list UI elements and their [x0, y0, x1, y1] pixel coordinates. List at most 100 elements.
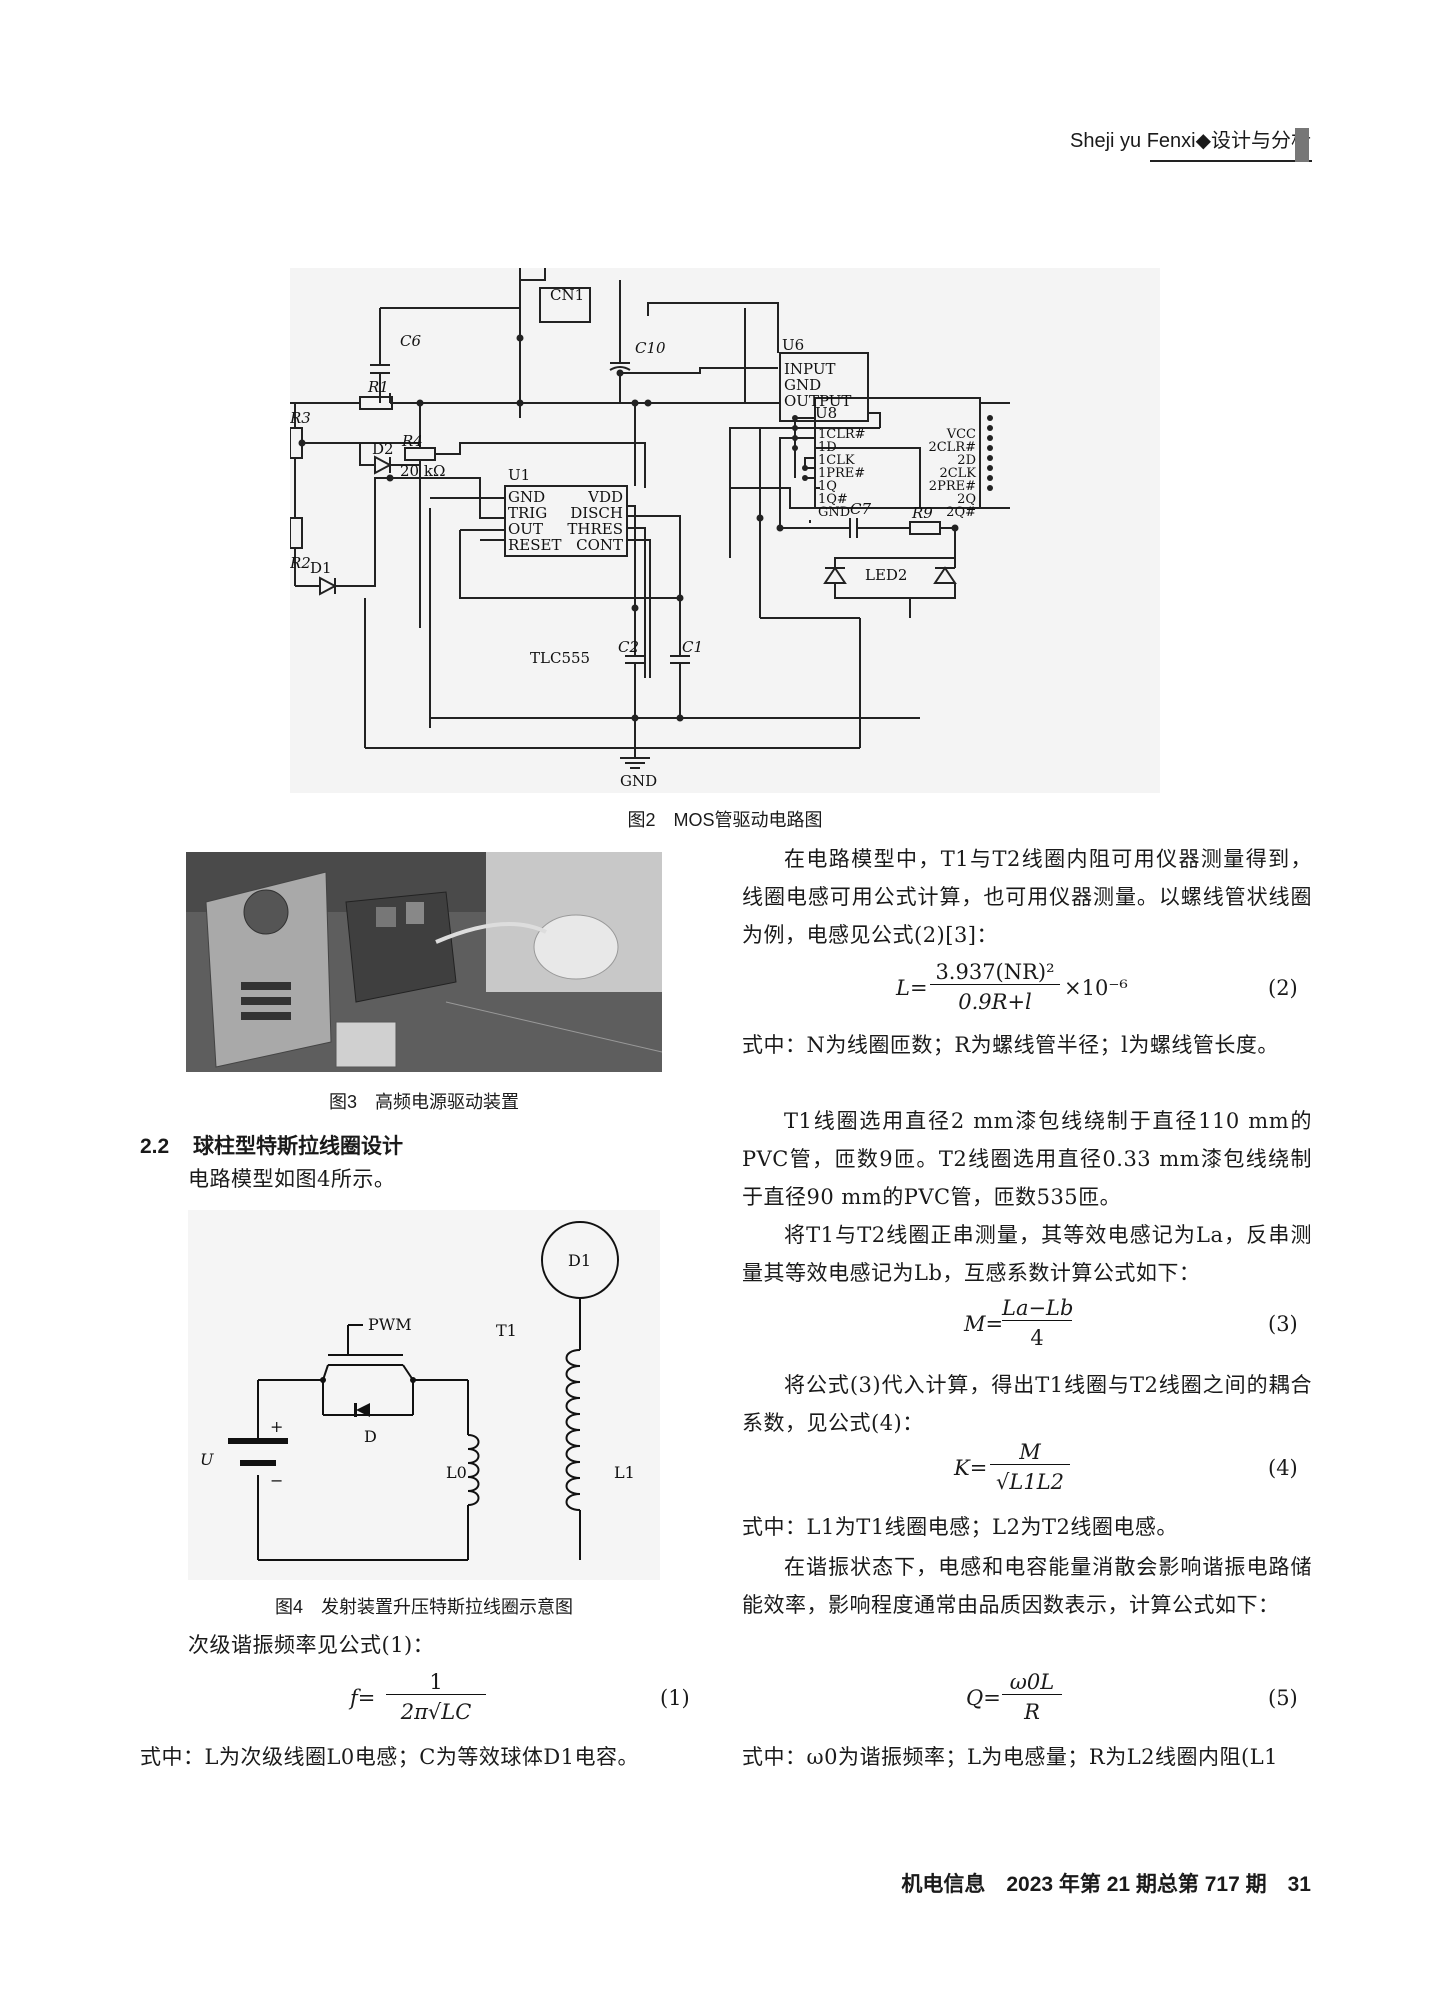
equation-1: f= 1 2π√LC	[350, 1670, 500, 1730]
u8-pin-2clr: 2CLR#	[928, 440, 976, 455]
label-tlc555: TLC555	[530, 649, 590, 667]
label-d1: D1	[310, 559, 332, 577]
eq2-tail: ×10⁻⁶	[1064, 976, 1128, 1000]
label-r1: R1	[367, 378, 389, 396]
eq1-number: (1)	[660, 1686, 690, 1710]
eq4-number: (4)	[1268, 1456, 1298, 1480]
u6-pin-gnd: GND	[784, 376, 821, 394]
u1-pin-vdd: VDD	[587, 488, 623, 506]
eq1-numerator: 1	[386, 1670, 486, 1695]
u1-pin-trig: TRIG	[508, 504, 547, 522]
eq1-denominator: 2π√LC	[400, 1700, 472, 1724]
page-footer: 机电信息 2023 年第 21 期总第 717 期 31	[901, 1873, 1311, 1896]
figure-3-caption: 图3 高频电源驱动装置	[328, 1092, 519, 1112]
u8-pin-1clr: 1CLR#	[818, 427, 866, 442]
label-d1: D1	[568, 1251, 591, 1270]
left-paragraph-1: 电路模型如图4所示。	[188, 1167, 396, 1191]
label-u1: U1	[508, 466, 530, 484]
label-c6: C6	[400, 332, 421, 350]
u1-pin-thres: THRES	[567, 520, 623, 538]
u1-pin-out: OUT	[508, 520, 543, 538]
tesla-coil-diagram: D1 PWM T1 D U + − L0 L1	[200, 1221, 635, 1561]
label-r4: R4	[401, 432, 423, 450]
label-gnd: GND	[620, 772, 657, 790]
label-l0: L0	[446, 1463, 467, 1482]
header-bar	[1295, 128, 1309, 162]
device-photo	[186, 852, 662, 1072]
u6-pin-input: INPUT	[784, 360, 836, 378]
label-pwm: PWM	[368, 1315, 412, 1334]
header-rule	[1150, 160, 1312, 162]
figure-4-tesla-coil: D1 PWM T1 D U + − L0 L1	[188, 1210, 660, 1580]
u8-pin-vcc: VCC	[946, 427, 976, 442]
eq5-number: (5)	[1268, 1686, 1298, 1710]
label-led2: LED2	[865, 566, 907, 584]
label-t1: T1	[496, 1321, 517, 1340]
figure-4-caption: 图4 发射装置升压特斯拉线圈示意图	[274, 1597, 573, 1617]
figure-2-caption: 图2 MOS管驱动电路图	[627, 810, 823, 830]
eq4-denominator: √L1L2	[996, 1470, 1064, 1494]
eq3-lhs: M=	[964, 1312, 1004, 1336]
section-heading: 2.2 球柱型特斯拉线圈设计	[140, 1130, 403, 1160]
eq2-number: (2)	[1268, 976, 1298, 1000]
label-u6: U6	[782, 336, 804, 354]
u8-pin-2pre: 2PRE#	[929, 479, 976, 494]
eq2-numerator: 3.937(NR)²	[930, 960, 1060, 985]
equation-2: L= 3.937(NR)² 0.9R+l ×10⁻⁶	[896, 960, 1136, 1020]
u8-pin-2q: 2Q	[957, 492, 976, 507]
label-cn1: CN1	[550, 286, 584, 304]
eq1-lhs: f=	[350, 1686, 376, 1710]
left-paragraph-3: 式中：L为次级线圈L0电感；C为等效球体D1电容。	[140, 1745, 640, 1769]
figure-3-photo	[186, 852, 662, 1072]
u8-pin-2clk: 2CLK	[939, 466, 976, 481]
equation-3: M= La−Lb 4	[964, 1296, 1104, 1356]
u8-pin-1pre: 1PRE#	[818, 466, 865, 481]
eq2-lhs: L=	[896, 976, 928, 1000]
label-c7: C7	[850, 500, 871, 518]
eq4-numerator: M	[990, 1440, 1070, 1465]
u1-pin-reset: RESET	[508, 536, 561, 554]
equation-4: K= M √L1L2	[954, 1440, 1094, 1500]
right-paragraph-7: 在谐振状态下，电感和电容能量消散会影响谐振电路储能效率，影响程度通常由品质因数表…	[742, 1555, 1312, 1617]
eq5-numerator: ω0L	[1002, 1670, 1062, 1695]
u8-pin-2d: 2D	[957, 453, 976, 468]
u6-pin-output: OUTPUT	[784, 392, 851, 410]
right-paragraph-4: 将T1与T2线圈正串测量，其等效电感记为La，反串测量其等效电感记为Lb，互感系…	[742, 1223, 1312, 1285]
label-r3: R3	[290, 409, 311, 427]
figure-2-circuit: CN1 C6 C10 U6 INPUT GND OUTPUT R1 R3 R4 …	[289, 268, 1160, 793]
u1-pin-cont: CONT	[576, 536, 623, 554]
section-number: 2.2	[140, 1135, 170, 1158]
u8-pin-1clk: 1CLK	[818, 453, 855, 468]
eq3-number: (3)	[1268, 1312, 1298, 1336]
u8-pin-1d: 1D	[818, 440, 837, 455]
label-u8: U8	[815, 404, 837, 422]
right-paragraph-8: 式中：ω0为谐振频率；L为电感量；R为L2线圈内阻(L1	[742, 1745, 1279, 1769]
right-paragraph-5: 将公式(3)代入计算，得出T1线圈与T2线圈之间的耦合系数，见公式(4)：	[742, 1373, 1312, 1435]
eq3-numerator: La−Lb	[1002, 1296, 1074, 1321]
u8-pin-1q: 1Q	[818, 479, 837, 494]
label-d2: D2	[372, 440, 394, 458]
right-paragraph-6: 式中：L1为T1线圈电感；L2为T2线圈电感。	[742, 1515, 1178, 1539]
u8-pin-2qn: 2Q#	[946, 505, 976, 520]
left-paragraph-2: 次级谐振频率见公式(1)：	[188, 1633, 435, 1657]
eq5-denominator: R	[1024, 1700, 1040, 1724]
section-title: 球柱型特斯拉线圈设计	[193, 1135, 404, 1158]
label-u: U	[200, 1450, 214, 1469]
label-c2: C2	[618, 638, 639, 656]
eq3-denominator: 4	[1030, 1326, 1044, 1350]
label-d: D	[364, 1427, 377, 1446]
circuit-diagram: CN1 C6 C10 U6 INPUT GND OUTPUT R1 R3 R4 …	[289, 268, 1010, 790]
label-minus: −	[270, 1471, 283, 1490]
label-l1: L1	[614, 1463, 635, 1482]
running-header: Sheji yu Fenxi◆设计与分析	[1070, 130, 1311, 152]
u8-pin-1qn: 1Q#	[818, 492, 848, 507]
eq2-denominator: 0.9R+l	[958, 990, 1032, 1014]
equation-5: Q= ω0L R	[966, 1670, 1086, 1730]
eq5-lhs: Q=	[966, 1686, 1001, 1710]
eq4-lhs: K=	[954, 1456, 988, 1480]
label-r2: R2	[290, 554, 311, 572]
u1-pin-gnd: GND	[508, 488, 545, 506]
right-paragraph-1: 在电路模型中，T1与T2线圈内阻可用仪器测量得到，线圈电感可用公式计算，也可用仪…	[742, 847, 1312, 947]
u8-pin-gnd: GND	[818, 505, 850, 520]
u1-pin-disch: DISCH	[570, 504, 623, 522]
